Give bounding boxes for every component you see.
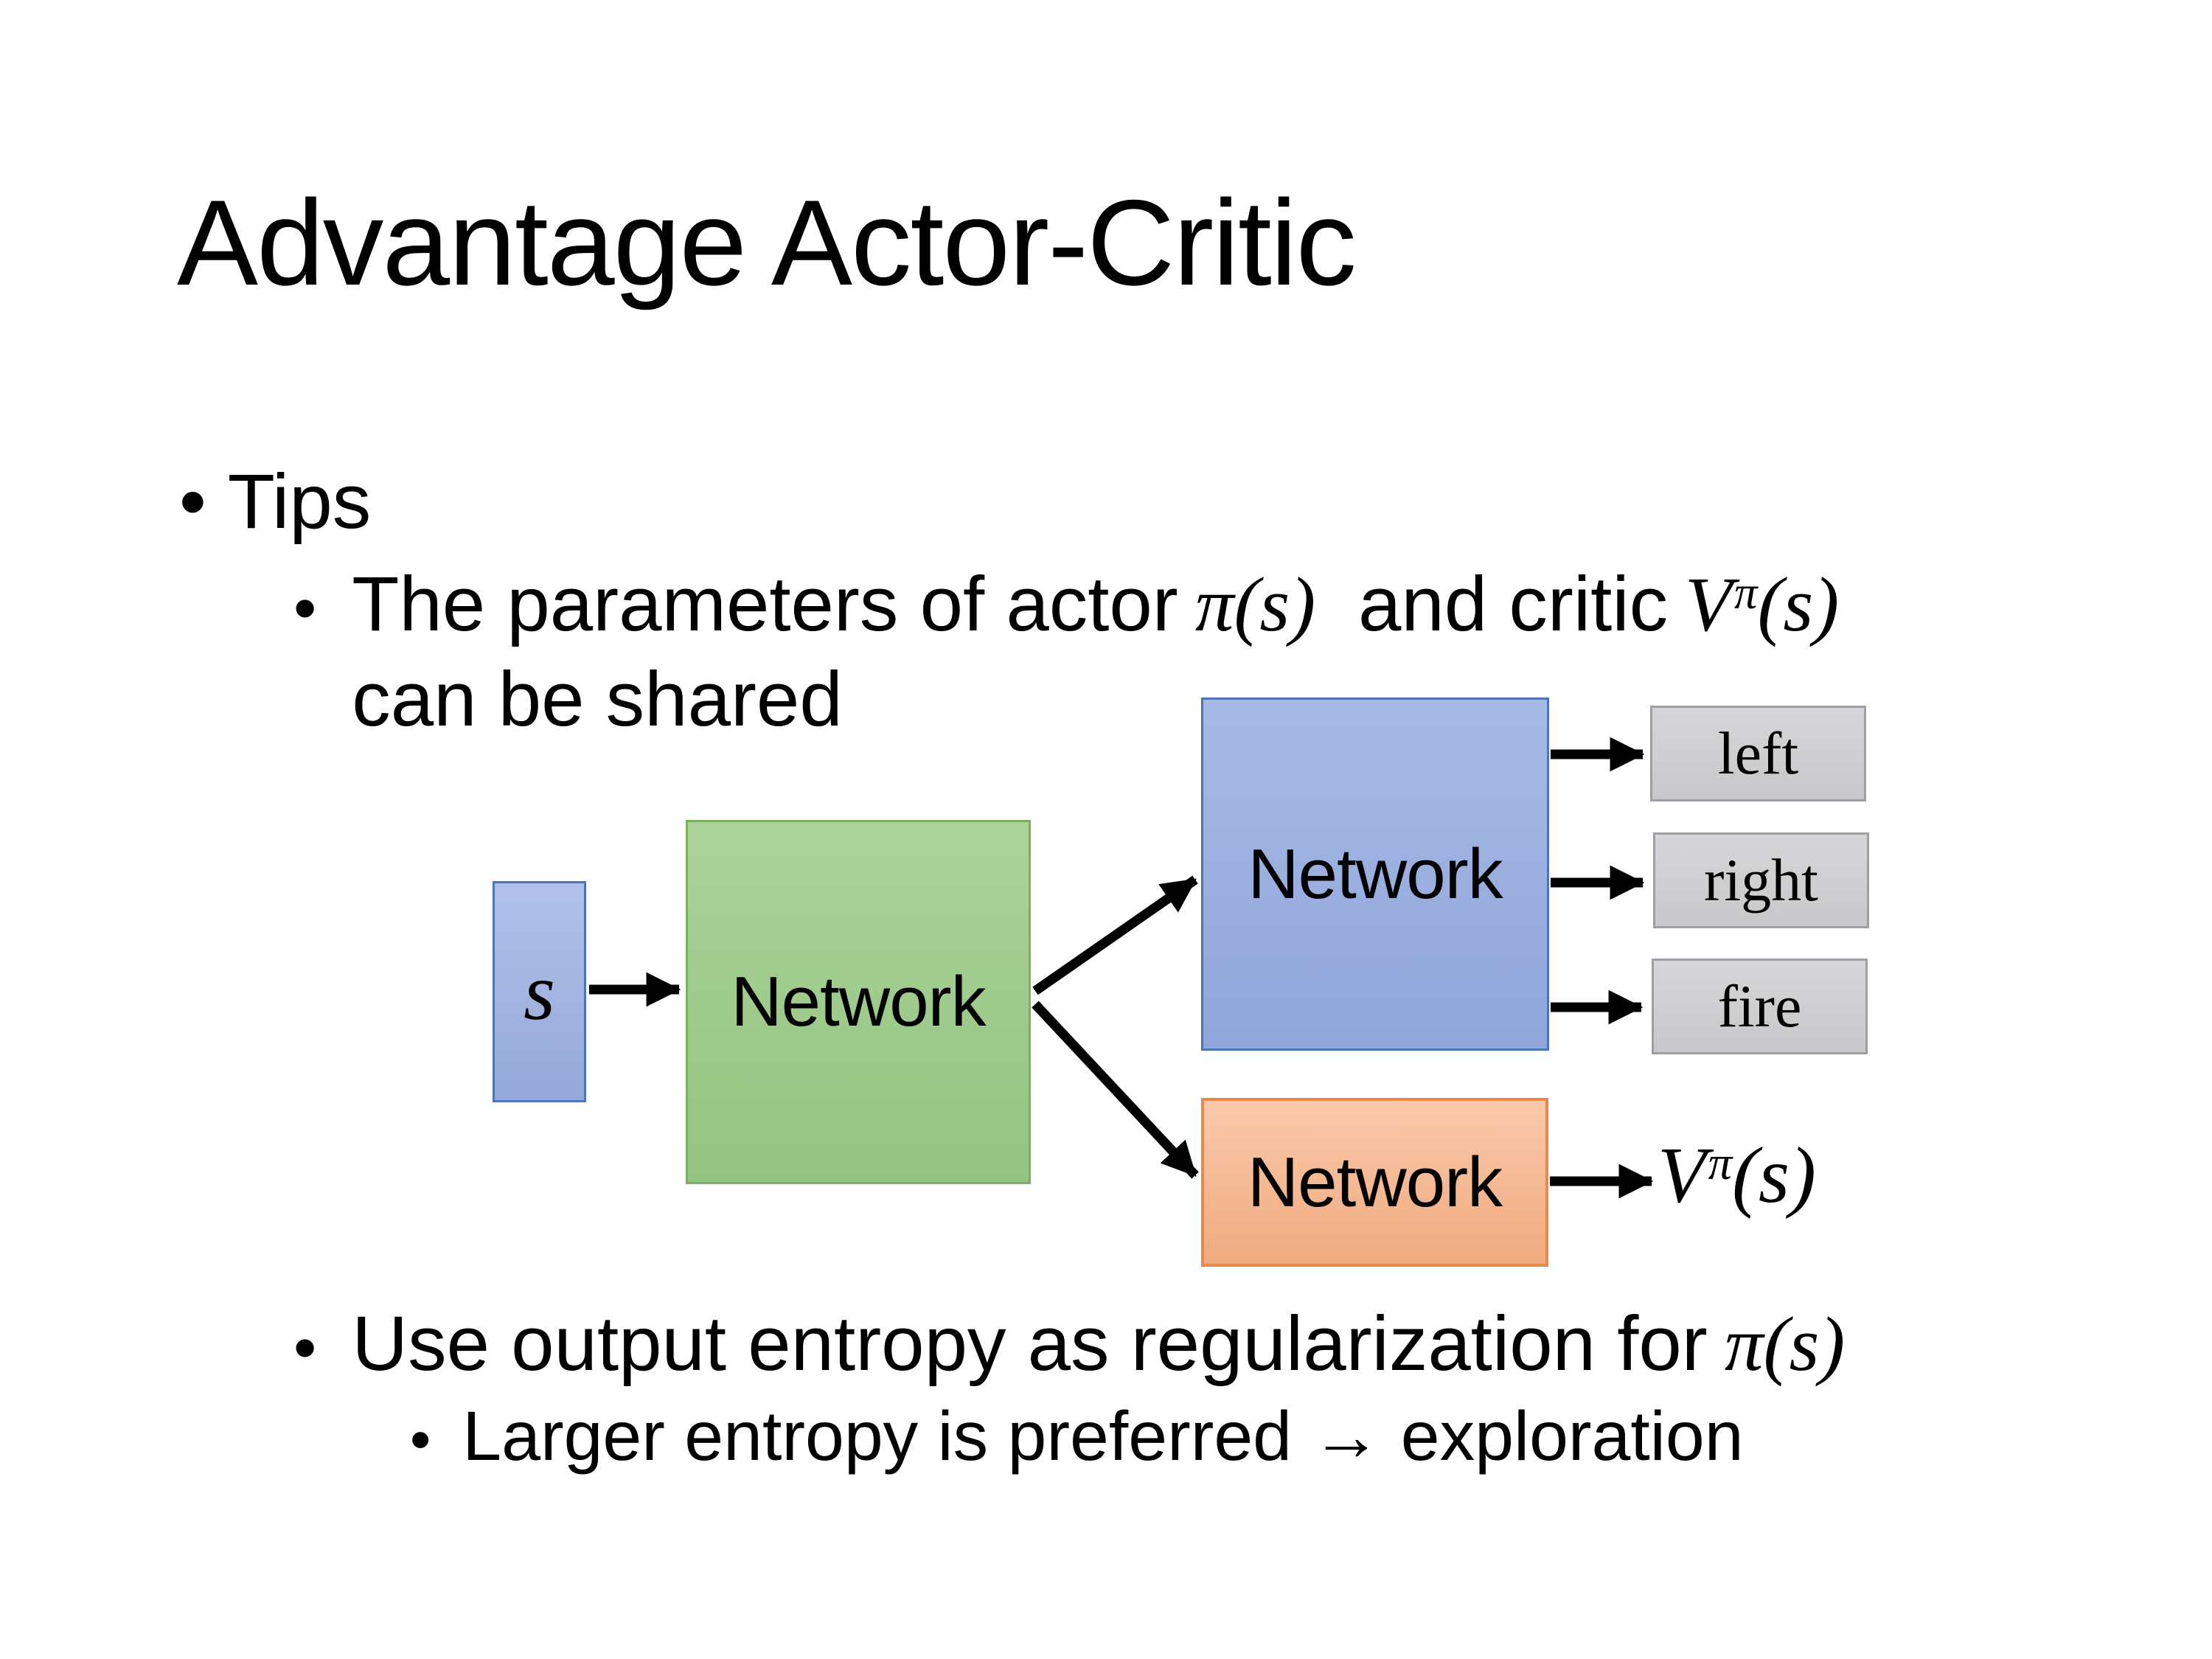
entropy-text: Use output entropy as regularization for… (352, 1296, 1845, 1391)
larger-entropy-label: Larger entropy is preferred → exploratio… (462, 1397, 1744, 1475)
v-arg: (s) (1757, 561, 1840, 647)
pi-s-math: π(s) (1194, 561, 1316, 647)
arrow-shared-to-actor (1032, 875, 1198, 995)
state-label: s (524, 946, 555, 1037)
value-v-arg: (s) (1732, 1132, 1816, 1220)
state-box: s (493, 881, 586, 1102)
output-box-left: left (1650, 706, 1866, 801)
parameters-line2: can be shared (352, 656, 843, 743)
parameters-pre: The parameters of actor (352, 561, 1178, 647)
bullet-row-entropy: • Use output entropy as regularization f… (293, 1296, 1845, 1391)
tips-label: Tips (227, 459, 372, 545)
output-box-fire: fire (1652, 959, 1868, 1054)
output-label-left: left (1717, 720, 1799, 787)
bullet-row-tips: • Tips (179, 456, 371, 549)
slide-title: Advantage Actor-Critic (177, 175, 1357, 310)
bullet-icon: • (293, 571, 317, 644)
v-superscript-pi: π (1733, 566, 1758, 619)
bullet-icon: • (410, 1407, 431, 1473)
critic-network-label: Network (1247, 1142, 1503, 1222)
value-output-label: Vπ(s) (1658, 1136, 1816, 1216)
arrow-shared-to-critic (1032, 1001, 1199, 1179)
critic-network-box: Network (1201, 1098, 1548, 1267)
value-v-base: V (1658, 1132, 1706, 1220)
v-pi-s-math: Vπ(s) (1685, 561, 1839, 647)
parameters-mid: and critic (1358, 561, 1669, 647)
value-v-superscript-pi: π (1708, 1136, 1733, 1190)
output-box-right: right (1653, 832, 1869, 928)
v-base: V (1685, 561, 1733, 647)
entropy-pi-s-math: π(s) (1724, 1301, 1846, 1387)
bullet-icon: • (179, 459, 206, 545)
output-label-right: right (1704, 846, 1818, 914)
actor-network-label: Network (1248, 834, 1503, 914)
actor-network-box: Network (1201, 698, 1549, 1051)
shared-network-box: Network (686, 820, 1031, 1184)
output-label-fire: fire (1717, 973, 1802, 1040)
shared-network-label: Network (731, 962, 986, 1041)
entropy-pre: Use output entropy as regularization for (352, 1301, 1708, 1387)
bullet-icon: • (293, 1310, 317, 1384)
bullet-row-larger-entropy: • Larger entropy is preferred → explorat… (410, 1394, 1744, 1480)
